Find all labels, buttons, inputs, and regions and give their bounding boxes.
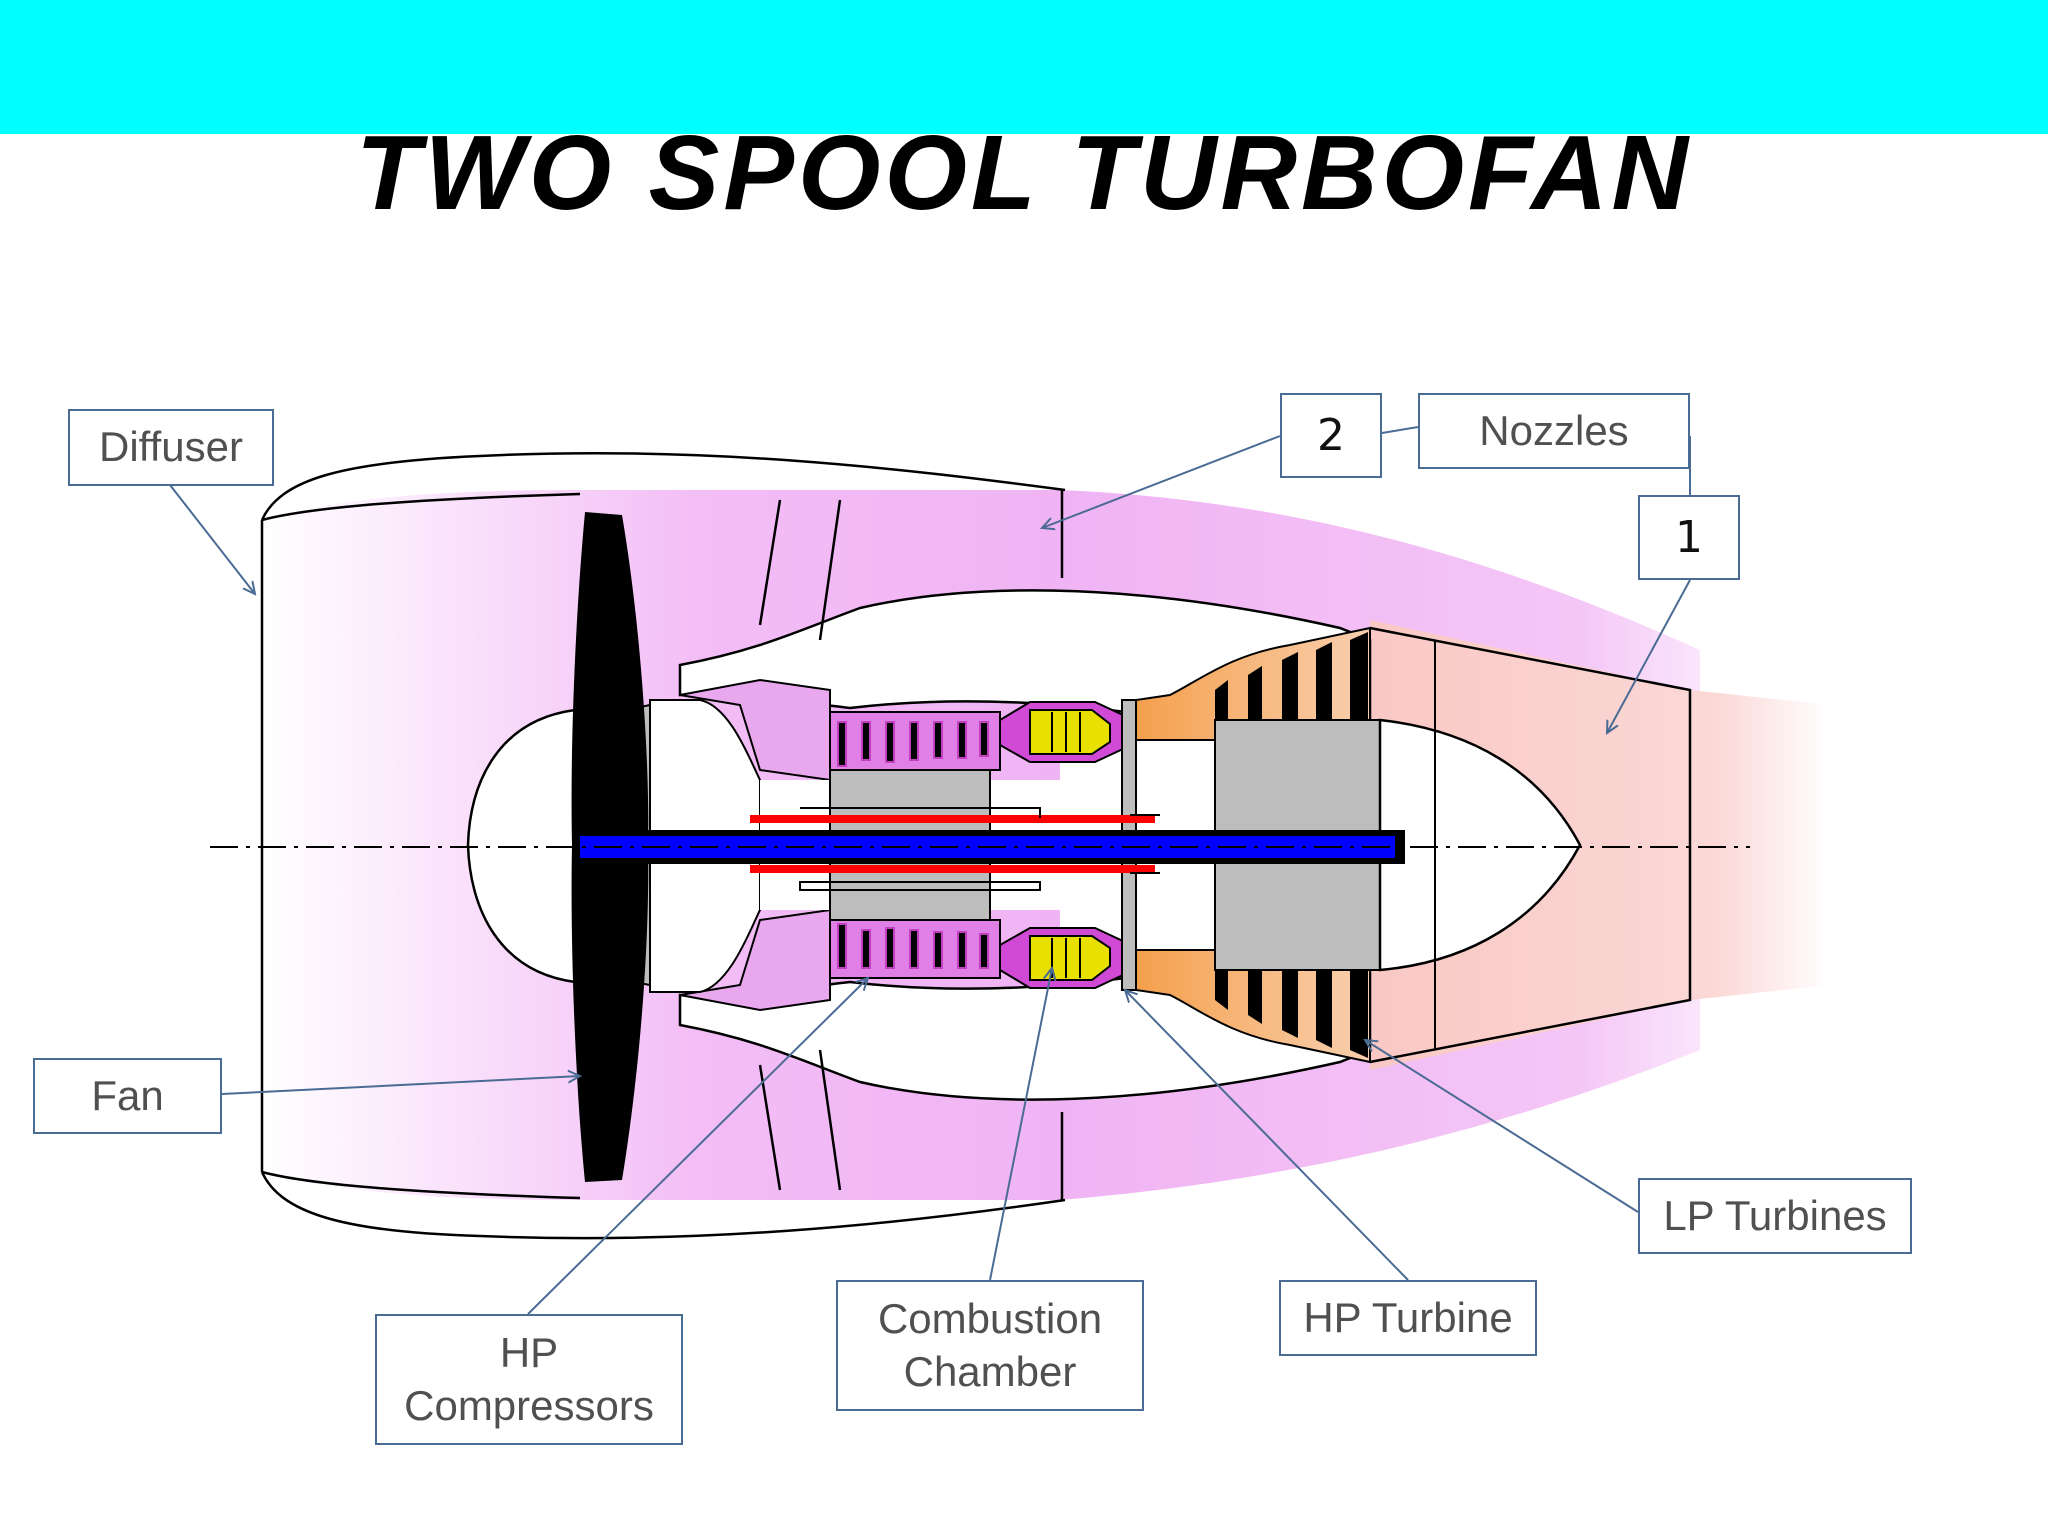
- lp-turbine-blades-top: [1215, 632, 1368, 720]
- core-exhaust-plume: [1370, 620, 1830, 1070]
- fan-label: Fan: [33, 1058, 222, 1134]
- lp-turbine-blades-bottom: [1215, 970, 1368, 1058]
- lp-turbines-label: LP Turbines: [1638, 1178, 1912, 1254]
- hp-shaft-outline: [799, 807, 1160, 891]
- hp-compressor-blades-bottom: [829, 919, 1001, 979]
- hp-turbine-label: HP Turbine: [1279, 1280, 1537, 1356]
- nacelle-inner: [261, 492, 581, 1200]
- nozzles-label: Nozzles: [1418, 393, 1690, 469]
- core-nozzle-top: [1369, 626, 1692, 1064]
- page-title: TWO SPOOL TURBOFAN: [355, 114, 1693, 232]
- nacelle-outer: [260, 451, 1066, 1240]
- combustion-chamber-label: Combustion Chamber: [836, 1280, 1144, 1411]
- exhaust-cone: [1378, 718, 1582, 972]
- callout-lines: [169, 426, 1691, 1315]
- bypass-exhaust-plume: [1060, 490, 1800, 1200]
- diffuser-label: Diffuser: [68, 409, 274, 486]
- nozzle-1-label: 1: [1638, 495, 1740, 580]
- nozzle-2-label: 2: [1280, 393, 1382, 478]
- hp-compressor-blades-top: [829, 711, 1001, 771]
- outlet-guide-vanes: [758, 499, 842, 1191]
- combustor-top: [999, 701, 1126, 763]
- combustor-bottom: [999, 927, 1126, 989]
- hp-shaft: [750, 815, 1155, 873]
- top-banner: [0, 0, 2048, 134]
- hp-compressors-label: HP Compressors: [375, 1314, 683, 1445]
